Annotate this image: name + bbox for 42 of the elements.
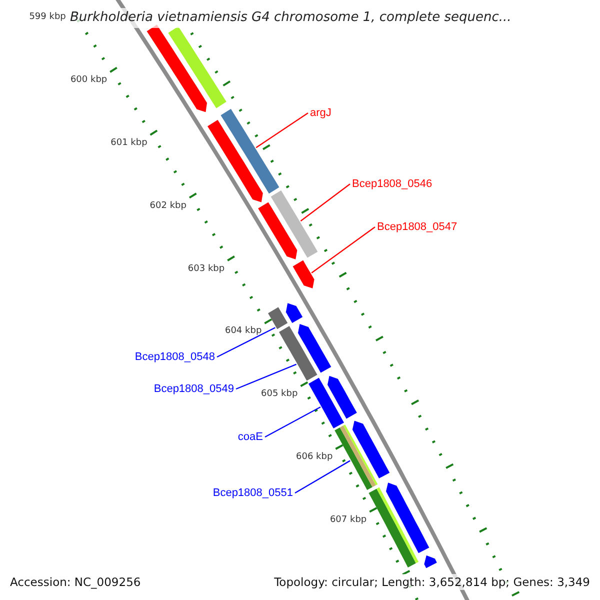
gene-feature xyxy=(352,420,390,478)
scale-label: 602 kbp xyxy=(150,200,186,212)
gene-feature xyxy=(279,326,318,381)
scale-label: 605 kbp xyxy=(261,389,298,400)
leader-line xyxy=(256,112,308,148)
leader-line xyxy=(236,364,297,390)
gene-feature xyxy=(258,202,298,260)
gene-label: Bcep1808_0547 xyxy=(377,220,458,234)
gene-feature xyxy=(292,260,314,288)
topology-text: Topology: circular; Length: 3,652,814 bp; Genes: 3,349 xyxy=(272,574,592,590)
gene-label: coaE xyxy=(238,430,263,444)
leader-line xyxy=(311,226,376,274)
gene-feature xyxy=(308,378,344,428)
gene-label: argJ xyxy=(310,106,332,120)
leader-line xyxy=(300,184,350,222)
gene-feature xyxy=(334,424,378,490)
gene-label: Bcep1808_0551 xyxy=(212,486,293,500)
scale-label: 601 kbp xyxy=(110,138,148,149)
gene-feature xyxy=(270,190,318,258)
scale-label: 600 kbp xyxy=(70,75,108,86)
gene-label: Bcep1808_0546 xyxy=(352,177,432,191)
gene-feature xyxy=(268,307,288,330)
scale-label: 603 kbp xyxy=(188,264,225,275)
scale-label: 599 kbp xyxy=(29,12,66,24)
scale-label: 604 kbp xyxy=(224,326,262,338)
gene-feature xyxy=(368,487,419,568)
gene-feature xyxy=(298,324,332,373)
scale-label: 606 kbp xyxy=(296,452,333,463)
leader-line xyxy=(294,460,350,494)
gene-feature xyxy=(208,120,263,202)
gene-label: Bcep1808_0548 xyxy=(134,350,215,364)
leader-line xyxy=(264,406,321,438)
gene-feature xyxy=(424,555,437,568)
gene-feature xyxy=(168,26,226,108)
accession-text: Accession: NC_009256 xyxy=(8,574,143,590)
gene-feature xyxy=(286,303,303,323)
gene-feature xyxy=(220,108,280,194)
gene-label: Bcep1808_0549 xyxy=(154,382,234,396)
gene-feature xyxy=(386,482,430,554)
scale-label: 607 kbp xyxy=(330,514,367,526)
gene-feature xyxy=(328,376,357,419)
leader-line xyxy=(216,327,276,358)
